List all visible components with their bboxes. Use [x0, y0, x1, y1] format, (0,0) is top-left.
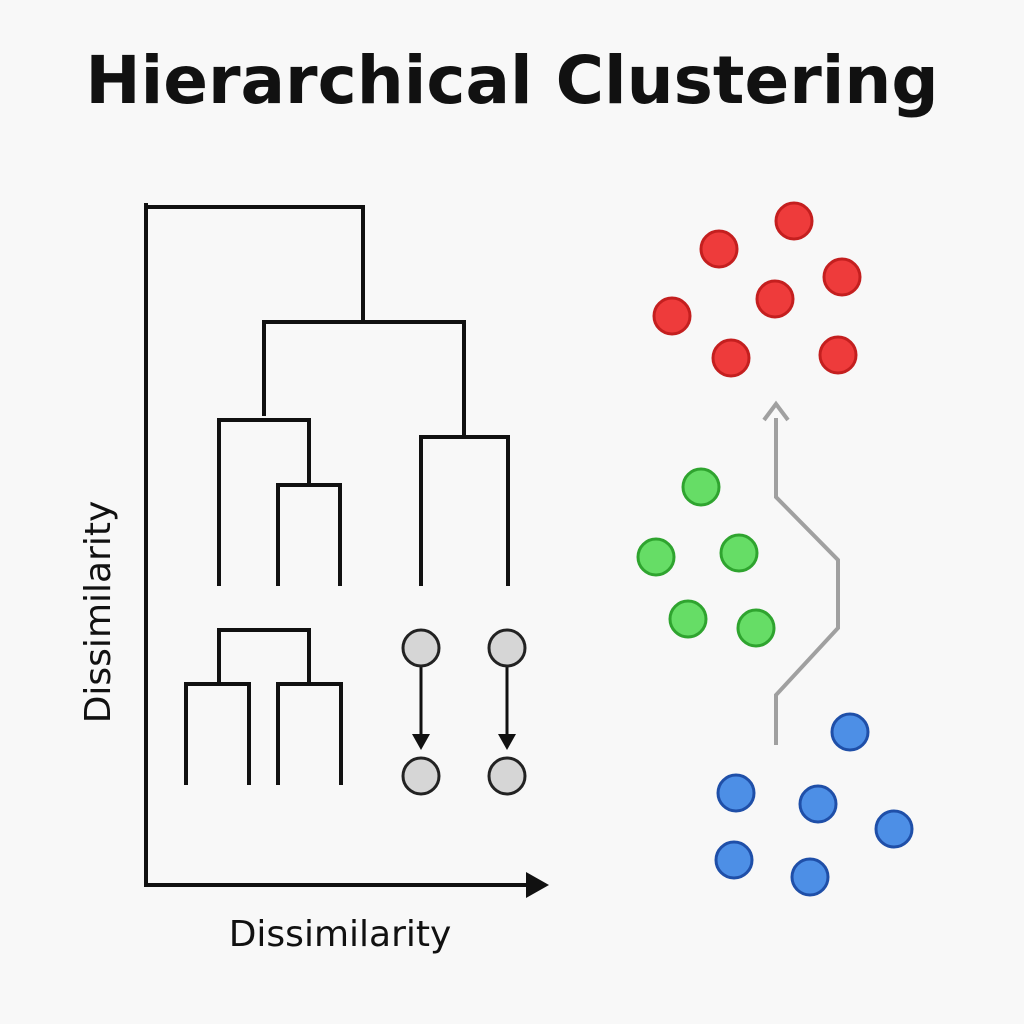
dendrogram-root-link	[146, 205, 365, 322]
merge-path-arrowhead	[762, 400, 790, 422]
grey-node	[487, 756, 527, 796]
blue-point	[790, 857, 830, 897]
blue-point	[830, 712, 870, 752]
merge-path-line	[774, 418, 840, 745]
dendrogram-lower-right	[276, 682, 343, 785]
dendrogram-lower	[184, 628, 343, 785]
green-point	[636, 537, 676, 577]
grey-node	[401, 756, 441, 796]
merge-path-arrow	[762, 400, 840, 745]
merge-arrowhead-left	[412, 734, 430, 750]
blue-cluster	[714, 712, 914, 897]
diagram-title: Hierarchical Clustering	[85, 42, 939, 119]
red-point	[755, 279, 795, 319]
merge-arrowhead-right	[498, 734, 516, 750]
red-cluster	[652, 201, 862, 378]
grey-node	[401, 628, 441, 668]
blue-point	[874, 809, 914, 849]
red-point	[711, 338, 751, 378]
red-point	[699, 229, 739, 269]
red-point	[822, 257, 862, 297]
merge-nodes	[401, 628, 527, 796]
red-point	[818, 335, 858, 375]
green-cluster	[636, 467, 776, 648]
dendrogram-right-split	[419, 435, 510, 586]
green-point	[736, 608, 776, 648]
dendrogram-lower-left	[184, 682, 251, 785]
blue-point	[798, 784, 838, 824]
dendrogram-upper	[146, 205, 510, 586]
dendrogram-lower-top	[217, 628, 311, 684]
x-axis-arrowhead	[526, 872, 549, 898]
green-point	[719, 533, 759, 573]
red-point	[774, 201, 814, 241]
dendrogram-left-leaf-pair	[276, 483, 342, 586]
y-axis-label: Dissimilarity	[78, 501, 119, 724]
green-point	[681, 467, 721, 507]
green-point	[668, 599, 708, 639]
x-axis-label: Dissimilarity	[229, 914, 452, 955]
blue-point	[714, 840, 754, 880]
red-point	[652, 296, 692, 336]
grey-node	[487, 628, 527, 668]
blue-point	[716, 773, 756, 813]
dendrogram-left-split	[217, 418, 311, 586]
dendrogram-main-split	[262, 320, 466, 437]
axes	[144, 203, 530, 887]
